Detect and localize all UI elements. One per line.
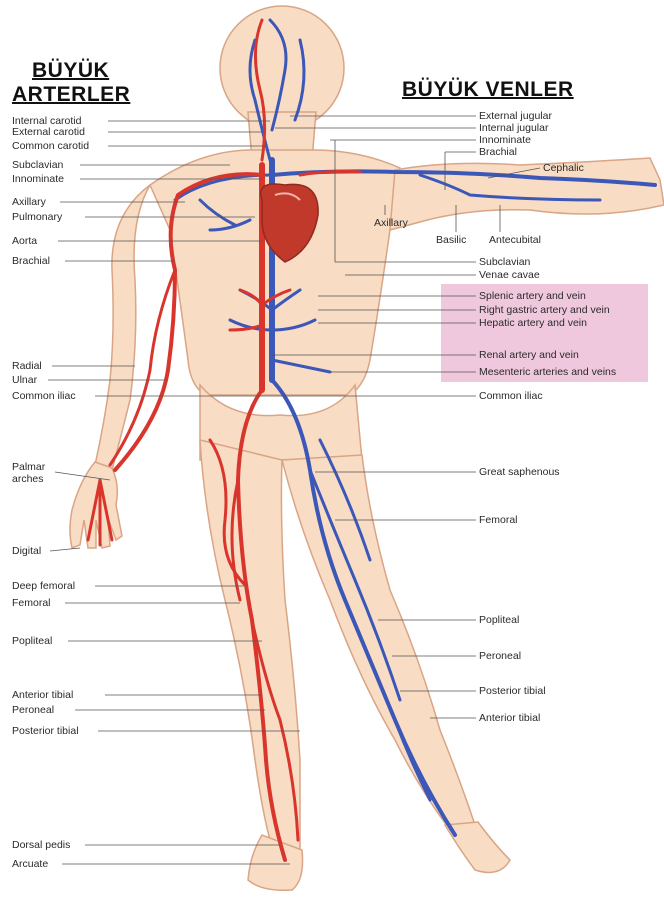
label-ulnar: Ulnar	[12, 374, 37, 386]
label-axillary-artery: Axillary	[12, 196, 46, 208]
label-internal-jugular: Internal jugular	[479, 122, 548, 134]
label-femoral-vein: Femoral	[479, 514, 518, 526]
label-femoral-artery: Femoral	[12, 597, 51, 609]
label-palmar: Palmar	[12, 461, 45, 473]
label-external-jugular: External jugular	[479, 110, 552, 122]
label-subclavian-artery: Subclavian	[12, 159, 63, 171]
label-great-saphenous: Great saphenous	[479, 466, 560, 478]
label-brachial-artery: Brachial	[12, 255, 50, 267]
label-innominate-vein: Innominate	[479, 134, 531, 146]
label-right-gastric: Right gastric artery and vein	[479, 304, 610, 316]
label-radial: Radial	[12, 360, 42, 372]
label-cephalic: Cephalic	[543, 162, 584, 174]
label-external-carotid: External carotid	[12, 126, 85, 138]
label-popliteal-artery: Popliteal	[12, 635, 52, 647]
label-splenic: Splenic artery and vein	[479, 290, 586, 302]
label-peroneal-vein: Peroneal	[479, 650, 521, 662]
label-digital: Digital	[12, 545, 41, 557]
label-arches: arches	[12, 473, 44, 485]
veins-heading: BÜYÜK VENLER	[402, 79, 574, 101]
label-peroneal-artery: Peroneal	[12, 704, 54, 716]
label-dorsal-pedis: Dorsal pedis	[12, 839, 70, 851]
label-hepatic: Hepatic artery and vein	[479, 317, 587, 329]
label-basilic: Basilic	[436, 234, 466, 246]
body-silhouette	[70, 6, 664, 890]
label-posterior-tibial-artery: Posterior tibial	[12, 725, 79, 737]
label-innominate-artery: Innominate	[12, 173, 64, 185]
arteries-heading-line2: ARTERLER	[12, 84, 130, 106]
label-posterior-tibial-vein: Posterior tibial	[479, 685, 546, 697]
label-antecubital: Antecubital	[489, 234, 541, 246]
label-popliteal-vein: Popliteal	[479, 614, 519, 626]
label-mesenteric: Mesenteric arteries and veins	[479, 366, 616, 378]
label-renal: Renal artery and vein	[479, 349, 579, 361]
label-deep-femoral: Deep femoral	[12, 580, 75, 592]
label-brachial-vein: Brachial	[479, 146, 517, 158]
label-aorta: Aorta	[12, 235, 37, 247]
label-subclavian-vein: Subclavian	[479, 256, 530, 268]
label-venae-cavae: Venae cavae	[479, 269, 540, 281]
label-common-iliac-vein: Common iliac	[479, 390, 543, 402]
label-axillary-vein: Axillary	[374, 217, 408, 229]
label-arcuate: Arcuate	[12, 858, 48, 870]
label-anterior-tibial-artery: Anterior tibial	[12, 689, 73, 701]
label-common-iliac-artery: Common iliac	[12, 390, 76, 402]
label-common-carotid: Common carotid	[12, 140, 89, 152]
arteries-heading-line1: BÜYÜK	[32, 60, 109, 82]
label-pulmonary: Pulmonary	[12, 211, 62, 223]
label-anterior-tibial-vein: Anterior tibial	[479, 712, 540, 724]
